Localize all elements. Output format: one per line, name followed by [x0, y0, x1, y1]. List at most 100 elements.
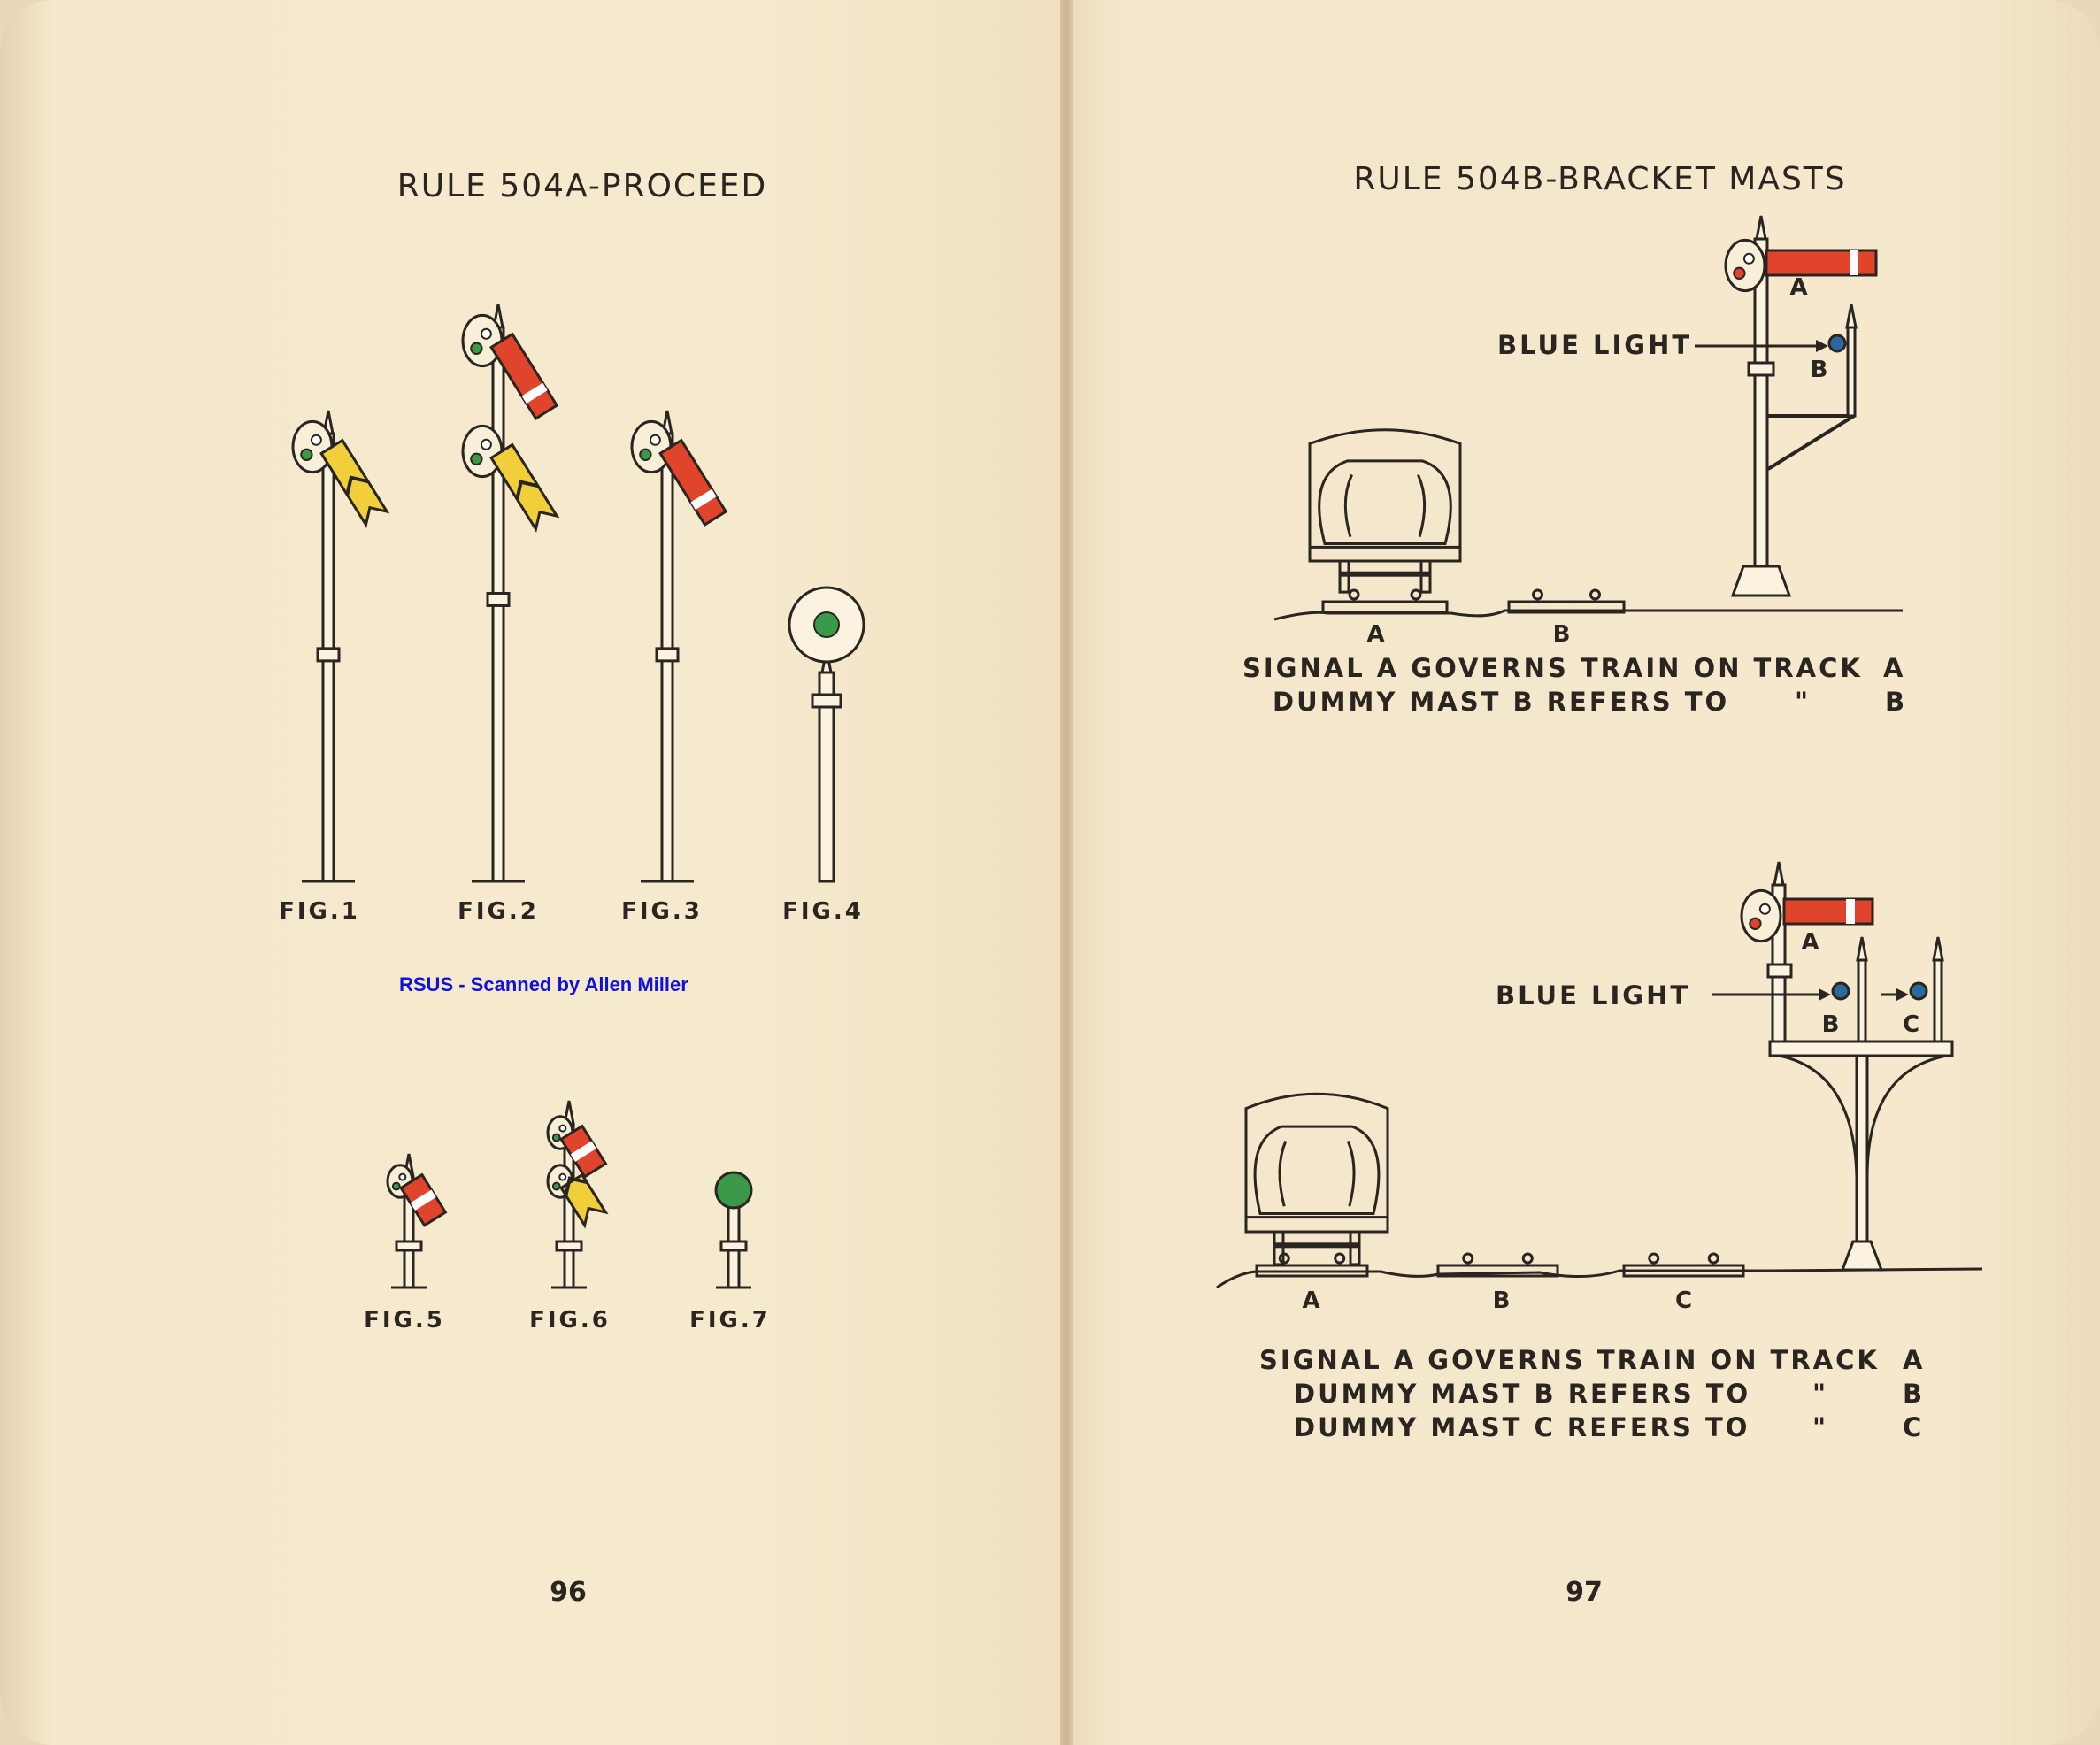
caution-arm	[489, 442, 560, 533]
caption-2-line-3-track: C	[1903, 1412, 1925, 1442]
stop-arm-blade	[1765, 249, 1878, 277]
signal-label-a-2: A	[1801, 929, 1822, 956]
signal-label-b-1: B	[1810, 357, 1831, 383]
track-tie	[1436, 1264, 1559, 1278]
mast-finial	[1845, 304, 1858, 329]
arrow-head	[1896, 988, 1909, 1001]
caption-2-line-3: DUMMY MAST C REFERS TO	[1294, 1412, 1750, 1442]
caption-2-line-1-track: A	[1903, 1345, 1926, 1375]
signal-label-a-1: A	[1789, 274, 1811, 301]
diagram-2-track-a	[1255, 1252, 1369, 1278]
right-page-title: RULE 504B-BRACKET MASTS	[1353, 161, 1847, 197]
car-axle	[1274, 1242, 1359, 1249]
caption-2-line-2: DUMMY MAST B REFERS TO	[1294, 1379, 1751, 1409]
fig-7-label: FIG.7	[689, 1307, 771, 1334]
mast-collar	[395, 1240, 423, 1252]
arm-chevron	[515, 480, 539, 500]
signal-label-c-2: C	[1902, 1011, 1923, 1038]
track-tie	[1255, 1264, 1369, 1278]
rail	[1707, 1252, 1719, 1265]
diagram-2-bracket-mast	[1740, 861, 1954, 1272]
fig-1-label: FIG.1	[279, 898, 360, 925]
caption-2-line-1: SIGNAL A GOVERNS TRAIN ON TRACK	[1259, 1345, 1880, 1375]
arm-chevron	[564, 1176, 588, 1196]
book-spine	[1060, 0, 1073, 1745]
rail	[1348, 588, 1360, 601]
fig-3-label: FIG.3	[621, 898, 703, 925]
mast-finial	[1932, 936, 1944, 962]
left-page-96	[0, 0, 1067, 1745]
stop-arm	[658, 438, 728, 527]
mast-collar	[1766, 963, 1793, 979]
car-end	[1253, 1125, 1381, 1215]
mast	[1933, 958, 1943, 1043]
arrow-head	[1816, 340, 1828, 352]
signal-lamp	[551, 1133, 561, 1142]
signal-lamp	[310, 434, 322, 446]
signal-lamp	[480, 327, 492, 340]
diagram-2-track-b	[1436, 1252, 1559, 1278]
car-wheel	[1349, 1230, 1361, 1266]
stop-arm	[399, 1172, 448, 1227]
stop-arm	[1765, 249, 1878, 277]
signal-label-b-2: B	[1821, 1011, 1842, 1038]
diagram-1-bracket-mast	[1724, 215, 1878, 597]
mast-collar	[719, 1240, 748, 1252]
fig-6-signal	[546, 1100, 609, 1289]
arm-band	[521, 382, 548, 404]
stop-arm-blade	[1782, 897, 1874, 926]
arm-band	[410, 1189, 436, 1211]
track-label-c-2: C	[1674, 1288, 1696, 1314]
car-roof	[1308, 428, 1462, 553]
diagram-2-car	[1244, 1092, 1389, 1266]
blue-light-arrow-2b	[1881, 988, 1909, 1001]
diagram-1-car	[1308, 428, 1462, 594]
signal-lamp	[1749, 917, 1762, 930]
fig-1-signal	[291, 410, 390, 883]
mast	[1857, 958, 1867, 1043]
fig-6-label: FIG.6	[529, 1307, 611, 1334]
rail	[1521, 1252, 1534, 1265]
green-lamp	[714, 1171, 753, 1210]
caption-2-line-2-track: B	[1903, 1379, 1926, 1409]
caption-2-line-3-ditto: "	[1812, 1412, 1829, 1442]
spectacle	[1740, 888, 1782, 943]
arm-band	[1850, 250, 1858, 275]
signal-lamp	[1733, 266, 1746, 280]
car-buffer-beam	[1308, 545, 1462, 563]
fig-5-signal	[386, 1153, 448, 1289]
car-ladder	[1343, 473, 1353, 538]
track-label-a-2: A	[1302, 1288, 1323, 1314]
caption-1-line-1-track: A	[1883, 653, 1906, 683]
arm-band	[1846, 899, 1855, 924]
caution-arm-blade	[489, 442, 560, 533]
car-end	[1318, 459, 1452, 545]
car-ladder	[1346, 1140, 1356, 1207]
page-number-right: 97	[1565, 1577, 1603, 1608]
caption-1-line-1: SIGNAL A GOVERNS TRAIN ON TRACK	[1242, 653, 1863, 683]
mast-collar	[811, 693, 842, 709]
caption-1-line-2: DUMMY MAST B REFERS TO	[1273, 687, 1730, 717]
fig-4-label: FIG.4	[782, 898, 864, 925]
rail	[1462, 1252, 1474, 1265]
signal-lamp	[1758, 903, 1771, 915]
mast-finial	[1856, 936, 1868, 962]
car-buffer-beam	[1244, 1216, 1389, 1234]
arm-chevron	[345, 475, 369, 496]
rail	[1278, 1252, 1290, 1265]
spectacle	[461, 424, 504, 479]
track-tie	[1321, 600, 1449, 614]
mast	[1753, 237, 1769, 568]
signal-lamp	[649, 434, 661, 446]
mast-collar	[486, 591, 511, 607]
rail	[1589, 588, 1601, 601]
blue-light-label-1: BLUE LIGHT	[1497, 330, 1693, 360]
fig-2-label: FIG.2	[458, 898, 539, 925]
caption-1-line-2-ditto: "	[1795, 687, 1812, 717]
spectacle	[291, 419, 334, 474]
stop-arm	[1782, 897, 1874, 926]
caption-2-line-2-ditto: "	[1812, 1379, 1829, 1409]
signal-lamp	[398, 1172, 407, 1181]
spectacle	[630, 419, 673, 474]
ground-line	[1273, 609, 1903, 621]
